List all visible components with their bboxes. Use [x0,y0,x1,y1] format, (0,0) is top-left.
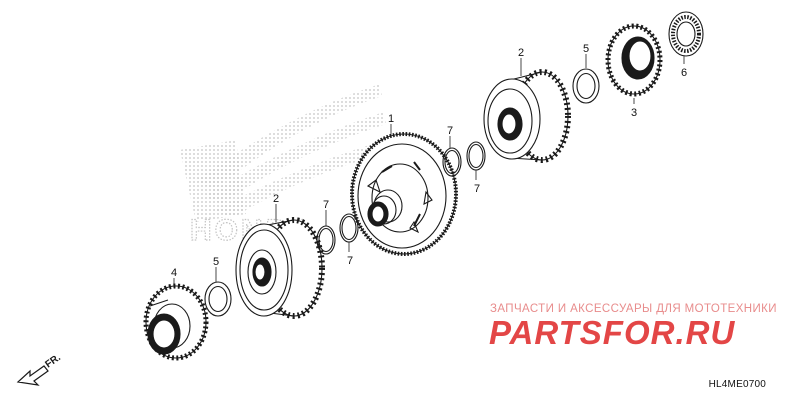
part-6-bearing [668,11,704,57]
part-2-clutch-drum-top [483,69,571,163]
callout-7-d: 7 [474,183,480,195]
part-7-ring-d [466,141,486,171]
callout-3: 3 [631,107,637,119]
callout-7-a: 7 [323,199,329,211]
callout-5-top: 5 [583,43,589,55]
part-4-gear-hub [143,283,209,361]
part-7-ring-c [442,147,462,177]
part-1-primary-gear [350,132,458,256]
callout-2-top: 2 [518,47,524,59]
watermark-tagline: ЗАПЧАСТИ И АКСЕССУАРЫ ДЛЯ МОТОТЕХНИКИ [490,303,777,315]
callout-7-b: 7 [347,255,353,267]
part-3-gear-hub [605,23,663,97]
callout-1: 1 [388,113,394,125]
callout-6: 6 [681,67,687,79]
front-label: FR. [43,352,63,370]
callout-4: 4 [171,267,177,279]
watermark-brand: PARTSFOR.RU [489,314,736,351]
leader-lines [173,54,685,288]
part-2-clutch-drum-bottom [235,217,325,319]
part-7-ring-a [316,225,336,255]
callout-5-bottom: 5 [213,256,219,268]
callout-2-bottom: 2 [273,193,279,205]
front-direction-marker: FR. [16,352,63,386]
callout-7-c: 7 [447,125,453,137]
part-5-washer-bottom [204,281,232,317]
brand-logo-watermark: HONDA [180,84,388,248]
part-5-washer-top [572,68,600,104]
diagram-part-code: HL4ME0700 [708,379,766,390]
